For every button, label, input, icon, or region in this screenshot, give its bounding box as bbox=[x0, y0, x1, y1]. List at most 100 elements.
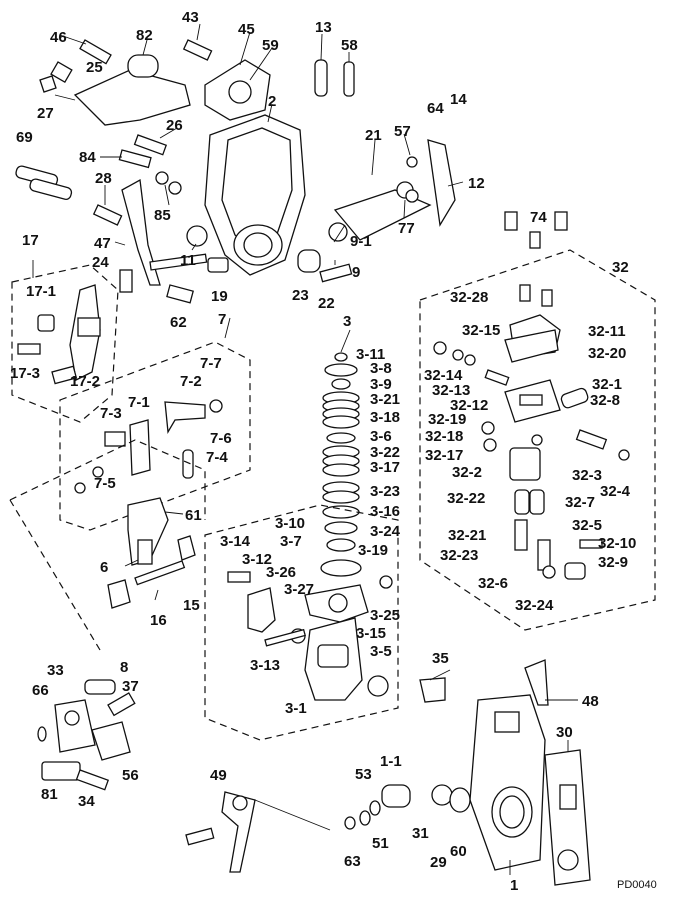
label-32-22: 32-22 bbox=[447, 490, 485, 507]
label-3-14: 3-14 bbox=[220, 533, 251, 550]
governor-housing bbox=[204, 114, 306, 276]
label-32-2: 32-2 bbox=[452, 464, 482, 481]
label-32-11: 32-11 bbox=[588, 323, 626, 340]
label-37: 37 bbox=[122, 678, 139, 695]
label-12: 12 bbox=[468, 175, 485, 192]
label-3-16: 3-16 bbox=[370, 503, 400, 520]
label-3-25-right: 3-25 bbox=[370, 607, 400, 624]
label-24: 24 bbox=[92, 254, 109, 271]
label-30: 30 bbox=[556, 724, 573, 741]
lever-61-parts bbox=[107, 497, 196, 609]
label-1: 1 bbox=[510, 877, 518, 894]
label-66: 66 bbox=[32, 682, 49, 699]
label-32-1: 32-1 bbox=[592, 376, 622, 393]
label-28: 28 bbox=[95, 170, 112, 187]
label-45: 45 bbox=[238, 21, 255, 38]
label-25: 25 bbox=[86, 59, 103, 76]
group-17-parts bbox=[17, 284, 101, 385]
drawing-id: PD0040 bbox=[617, 879, 657, 891]
label-32-4: 32-4 bbox=[600, 483, 631, 500]
part-labels: 46 25 82 43 45 59 13 58 27 26 2 21 57 64… bbox=[10, 9, 636, 894]
lever-49 bbox=[185, 791, 256, 873]
label-58: 58 bbox=[341, 37, 358, 54]
label-63: 63 bbox=[344, 853, 361, 870]
label-17-2: 17-2 bbox=[70, 373, 100, 390]
label-32-23: 32-23 bbox=[440, 547, 478, 564]
label-74-a: 74 bbox=[530, 209, 547, 226]
springs-69 bbox=[15, 165, 73, 200]
label-77: 77 bbox=[398, 220, 415, 237]
label-59: 59 bbox=[262, 37, 279, 54]
label-56: 56 bbox=[122, 767, 139, 784]
label-32-9: 32-9 bbox=[598, 554, 628, 571]
label-3-13: 3-13 bbox=[250, 657, 280, 674]
label-3-19-top: 3-19 bbox=[358, 542, 388, 559]
label-31: 31 bbox=[412, 825, 429, 842]
label-32-6: 32-6 bbox=[478, 575, 508, 592]
label-3: 3 bbox=[343, 313, 351, 330]
leader-lines bbox=[32, 23, 578, 875]
label-33: 33 bbox=[47, 662, 64, 679]
lever-shaft-area bbox=[297, 139, 456, 283]
label-32-8: 32-8 bbox=[590, 392, 620, 409]
label-1-1: 1-1 bbox=[380, 753, 402, 770]
label-32-10: 32-10 bbox=[598, 535, 636, 552]
label-3-21: 3-21 bbox=[370, 391, 400, 408]
label-46: 46 bbox=[50, 29, 67, 46]
label-84: 84 bbox=[79, 149, 96, 166]
label-9: 9 bbox=[352, 264, 360, 281]
group-32-parts bbox=[433, 211, 630, 580]
label-69: 69 bbox=[16, 129, 33, 146]
label-3-24: 3-24 bbox=[370, 523, 401, 540]
label-27: 27 bbox=[37, 105, 54, 122]
label-9-1: 9-1 bbox=[350, 233, 372, 250]
label-32-3: 32-3 bbox=[572, 467, 602, 484]
label-3-27: 3-27 bbox=[284, 581, 314, 598]
label-17-1: 17-1 bbox=[26, 283, 56, 300]
label-32-12: 32-12 bbox=[450, 397, 488, 414]
label-3-8: 3-8 bbox=[370, 360, 392, 377]
spring-13-pin-58 bbox=[314, 59, 355, 97]
label-6: 6 bbox=[100, 559, 108, 576]
label-85: 85 bbox=[154, 207, 171, 224]
label-3-17: 3-17 bbox=[370, 459, 400, 476]
label-3-1: 3-1 bbox=[285, 700, 307, 717]
group-32-outline bbox=[419, 249, 656, 631]
label-48: 48 bbox=[582, 693, 599, 710]
link-line-8 bbox=[9, 499, 101, 651]
label-32-28-left: 32-28 bbox=[450, 289, 488, 306]
label-61: 61 bbox=[185, 507, 202, 524]
label-32-17-left: 32-17 bbox=[425, 447, 463, 464]
label-34: 34 bbox=[78, 793, 95, 810]
label-32-20: 32-20 bbox=[588, 345, 626, 362]
label-32-15: 32-15 bbox=[462, 322, 500, 339]
lower-left-parts bbox=[37, 679, 136, 791]
label-22: 22 bbox=[318, 295, 335, 312]
group-7-parts bbox=[74, 399, 223, 494]
label-3-22: 3-22 bbox=[370, 444, 400, 461]
label-3-11: 3-11 bbox=[356, 346, 385, 363]
label-7-4: 7-4 bbox=[206, 449, 228, 466]
label-3-9: 3-9 bbox=[370, 376, 392, 393]
label-21: 21 bbox=[365, 127, 382, 144]
bracket-plate bbox=[73, 54, 271, 126]
label-7: 7 bbox=[218, 311, 226, 328]
label-29: 29 bbox=[430, 854, 447, 871]
label-51: 51 bbox=[372, 835, 389, 852]
label-17-3: 17-3 bbox=[10, 365, 40, 382]
label-64: 64 bbox=[427, 100, 444, 117]
label-3-15: 3-15 bbox=[356, 625, 386, 642]
label-14-top: 14 bbox=[450, 91, 467, 108]
label-7-5: 7-5 bbox=[94, 475, 116, 492]
group-17-outline bbox=[11, 264, 119, 423]
label-3-5: 3-5 bbox=[370, 643, 392, 660]
label-32-7: 32-7 bbox=[565, 494, 595, 511]
label-7-7-top: 7-7 bbox=[200, 355, 222, 372]
label-7-3: 7-3 bbox=[100, 405, 122, 422]
label-81: 81 bbox=[41, 786, 58, 803]
lever-47-parts bbox=[119, 178, 229, 304]
label-57: 57 bbox=[394, 123, 411, 140]
label-26: 26 bbox=[166, 117, 183, 134]
label-35: 35 bbox=[432, 650, 449, 667]
label-11: 11 bbox=[180, 252, 196, 269]
